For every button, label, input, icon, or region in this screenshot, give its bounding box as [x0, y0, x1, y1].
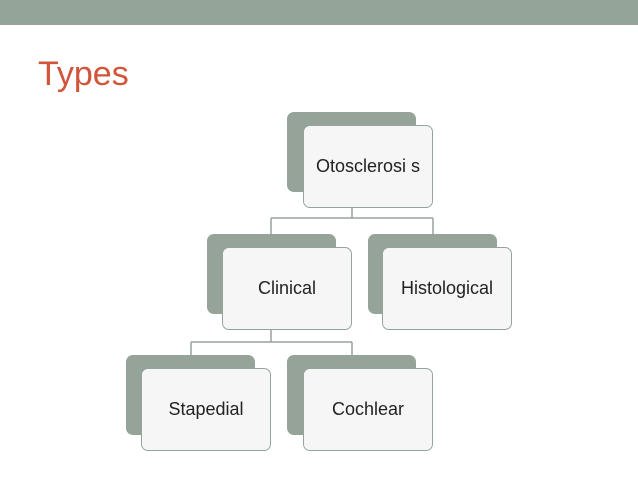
node-stapedial-label: Stapedial — [168, 399, 244, 419]
node-cochlear-front: Cochlear — [303, 368, 433, 451]
top-bar — [0, 0, 638, 25]
node-clinical-front: Clinical — [222, 247, 352, 330]
node-otosclerosis-front: Otosclerosi s — [303, 125, 433, 208]
node-clinical: Clinical — [207, 234, 353, 331]
node-histological-label: Histological — [400, 278, 494, 298]
node-histological: Histological — [368, 234, 514, 331]
node-cochlear-label: Cochlear — [331, 399, 405, 419]
node-otosclerosis: Otosclerosi s — [287, 112, 434, 209]
node-otosclerosis-label: Otosclerosi s — [315, 156, 421, 176]
node-stapedial: Stapedial — [126, 355, 272, 452]
slide-title: Types — [38, 55, 129, 93]
node-stapedial-front: Stapedial — [141, 368, 271, 451]
node-cochlear: Cochlear — [287, 355, 434, 452]
node-histological-front: Histological — [382, 247, 512, 330]
node-clinical-label: Clinical — [257, 278, 317, 298]
